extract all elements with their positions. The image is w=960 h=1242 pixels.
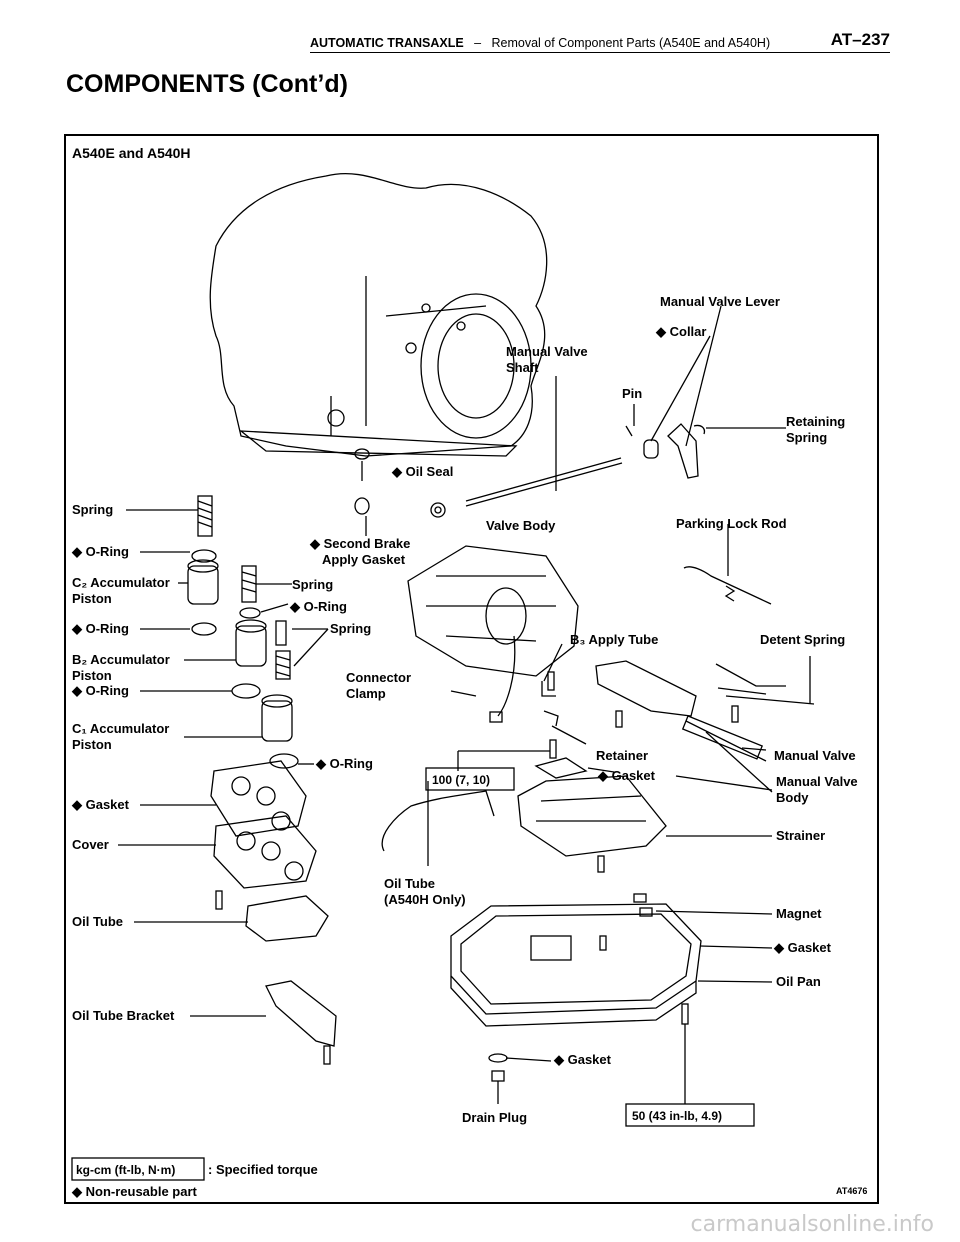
label-spring-top: Spring xyxy=(72,502,113,517)
label-torque-50: 50 (43 in-lb, 4.9) xyxy=(632,1109,722,1123)
b3-apply-tube-drawing xyxy=(541,681,556,697)
label-retainer: Retainer xyxy=(596,748,648,763)
label-magnet: Magnet xyxy=(776,906,822,921)
label-manual-valve-shaft-2: Shaft xyxy=(506,360,539,375)
label-collar: ◆ Collar xyxy=(655,324,706,339)
label-gasket-1: ◆ Gasket xyxy=(597,768,656,783)
label-strainer: Strainer xyxy=(776,828,825,843)
page-number: AT–237 xyxy=(830,30,890,49)
label-oring-3: ◆ O-Ring xyxy=(71,621,129,636)
label-manual-valve-body-2: Body xyxy=(776,790,809,805)
label-b2-piston-1: B₂ Accumulator xyxy=(72,652,170,667)
legend-torque-desc: : Specified torque xyxy=(208,1162,318,1177)
label-gasket-2: ◆ Gasket xyxy=(71,797,130,812)
leader-lines xyxy=(118,305,815,1104)
legend-torque-box xyxy=(71,1157,205,1181)
gasket-drawing xyxy=(354,497,370,515)
oil-tube-a540h-drawing xyxy=(381,790,495,852)
label-torque-100: 100 (7, 10) xyxy=(432,773,490,787)
cover-assembly-drawing xyxy=(210,760,337,1065)
header-subsection: Removal of Component Parts (A540E and A5… xyxy=(491,36,771,50)
label-manual-valve: Manual Valve xyxy=(774,748,856,763)
drain-plug-drawing xyxy=(491,1070,505,1082)
label-retaining-spring-1: Retaining xyxy=(786,414,845,429)
label-connector-clamp-2: Clamp xyxy=(346,686,386,701)
label-b2-piston-2: Piston xyxy=(72,668,112,683)
label-connector-clamp-1: Connector xyxy=(346,670,411,685)
label-oil-tube-a540h-2: (A540H Only) xyxy=(384,892,466,907)
label-spring-low: Spring xyxy=(330,621,371,636)
transaxle-case-drawing xyxy=(209,172,548,457)
label-second-brake-2: Apply Gasket xyxy=(322,552,406,567)
label-cover: Cover xyxy=(72,837,109,852)
label-oil-tube-a540h-1: Oil Tube xyxy=(384,876,435,891)
label-manual-valve-shaft-1: Manual Valve xyxy=(506,344,588,359)
label-c1-piston-2: Piston xyxy=(72,737,112,752)
label-oil-tube-bracket: Oil Tube Bracket xyxy=(72,1008,175,1023)
torque-50-box xyxy=(625,1103,755,1127)
magnet-drawing xyxy=(633,893,647,903)
oil-seal-drawing xyxy=(354,448,370,460)
header-section-title: AUTOMATIC TRANSAXLE xyxy=(310,36,464,50)
label-detent-spring: Detent Spring xyxy=(760,632,845,647)
strainer-drawing xyxy=(517,757,667,873)
label-b3-apply-tube: B₃ Apply Tube xyxy=(570,632,658,647)
page-footer: carmanualsonline.info xyxy=(0,1208,960,1242)
label-oring-5: ◆ O-Ring xyxy=(315,756,373,771)
label-second-brake-1: ◆ Second Brake xyxy=(309,536,410,551)
label-c2-piston-2: Piston xyxy=(72,591,112,606)
label-retaining-spring-2: Spring xyxy=(786,430,827,445)
figure-code: AT4676 xyxy=(836,1186,867,1196)
drain-gasket-drawing xyxy=(488,1053,508,1063)
label-spring-mid: Spring xyxy=(292,577,333,592)
label-oil-pan: Oil Pan xyxy=(776,974,821,989)
manual-valve-shaft-drawing xyxy=(430,423,706,518)
model-label: A540E and A540H xyxy=(72,145,191,161)
legend-nonreusable: ◆ Non-reusable part xyxy=(71,1184,198,1199)
label-c2-piston-1: C₂ Accumulator xyxy=(72,575,170,590)
label-manual-valve-body-1: Manual Valve xyxy=(776,774,858,789)
label-oring-4: ◆ O-Ring xyxy=(71,683,129,698)
page-title: COMPONENTS (Cont’d) xyxy=(66,70,348,98)
label-valve-body: Valve Body xyxy=(486,518,556,533)
torque-100-box xyxy=(425,767,515,791)
label-gasket-3: ◆ Gasket xyxy=(773,940,832,955)
manual-valve-parts-drawing xyxy=(595,566,786,762)
page-header: AUTOMATIC TRANSAXLE – Removal of Compone… xyxy=(310,30,890,52)
header-separator: – xyxy=(474,36,482,50)
label-oil-tube: Oil Tube xyxy=(72,914,123,929)
legend-torque-unit: kg-cm (ft-lb, N·m) xyxy=(76,1163,175,1177)
components-diagram: A540E and A540H Manual Valve Lever ◆ Col… xyxy=(64,134,879,1204)
oil-pan-drawing xyxy=(450,903,702,1027)
diagram-canvas: A540E and A540H Manual Valve Lever ◆ Col… xyxy=(71,145,867,1199)
label-oring-2: ◆ O-Ring xyxy=(289,599,347,614)
label-oring-1: ◆ O-Ring xyxy=(71,544,129,559)
pan-bolt-drawing xyxy=(681,1003,689,1025)
label-parking-lock-rod: Parking Lock Rod xyxy=(676,516,787,531)
label-pin: Pin xyxy=(622,386,642,401)
header-rule xyxy=(310,52,890,53)
valve-body-drawing xyxy=(407,545,579,759)
watermark: carmanualsonline.info xyxy=(690,1212,934,1237)
label-drain-plug: Drain Plug xyxy=(462,1110,527,1125)
header-section: AUTOMATIC TRANSAXLE – Removal of Compone… xyxy=(310,36,770,50)
label-oil-seal: ◆ Oil Seal xyxy=(391,464,453,479)
retainer-drawing xyxy=(543,710,559,727)
label-manual-valve-lever: Manual Valve Lever xyxy=(660,294,780,309)
accumulator-parts-drawing xyxy=(187,495,299,769)
label-c1-piston-1: C₁ Accumulator xyxy=(72,721,169,736)
label-gasket-4: ◆ Gasket xyxy=(553,1052,612,1067)
